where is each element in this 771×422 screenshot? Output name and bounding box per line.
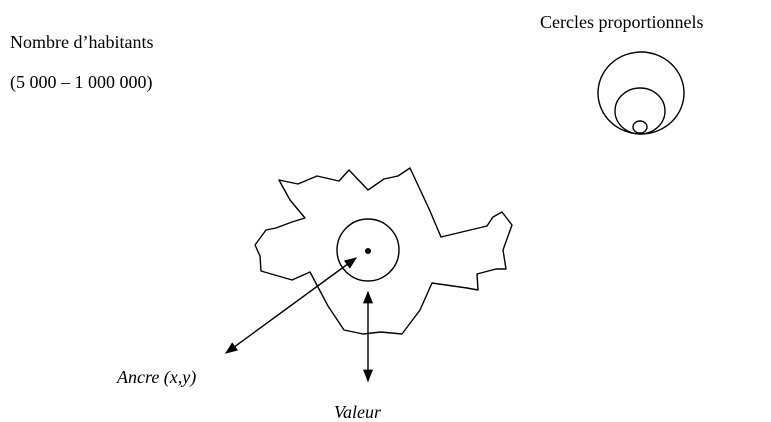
legend-circle-small bbox=[632, 120, 648, 134]
legend-circle-medium bbox=[614, 87, 666, 135]
nested-circles-icon bbox=[597, 51, 685, 135]
anchor-arrow bbox=[224, 257, 358, 354]
anchor-label: Ancre (x,y) bbox=[117, 367, 197, 387]
value-label: Valeur bbox=[334, 402, 381, 422]
proportional-circle bbox=[336, 218, 400, 282]
legend-title: Cercles proportionnels bbox=[540, 12, 704, 32]
region-outline bbox=[254, 167, 513, 335]
anchor-dot-icon bbox=[365, 248, 371, 254]
variable-range: (5 000 – 1 000 000) bbox=[10, 72, 153, 92]
variable-name: Nombre d’habitants bbox=[10, 32, 154, 52]
